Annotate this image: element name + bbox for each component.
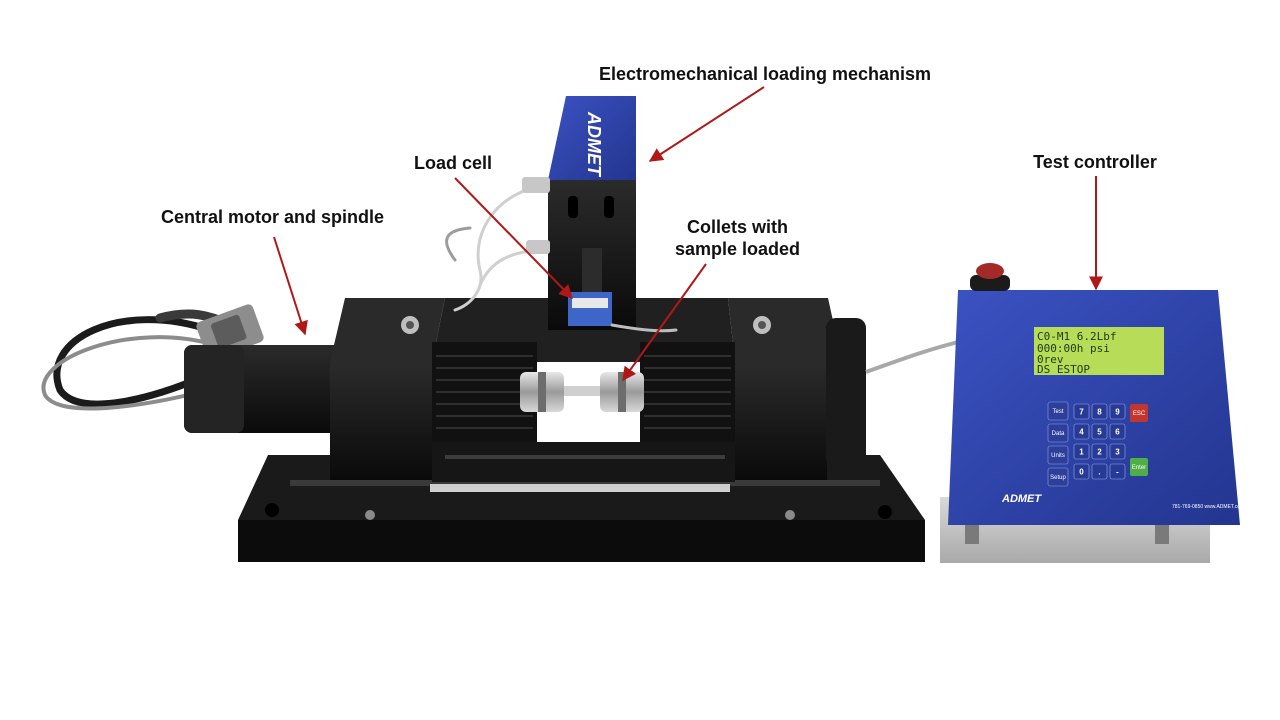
keypad-key-label: 0 (1079, 468, 1084, 477)
label-collets-line1: Collets with (686, 217, 788, 237)
lcd-line-2: 000:00h psi (1037, 342, 1110, 355)
side-key-label: Units (1051, 453, 1065, 459)
enter-key (1130, 458, 1148, 476)
tower-brand-logo: ADMET (584, 111, 604, 178)
side-key-label: Data (1052, 431, 1065, 437)
keypad-key (1109, 443, 1126, 460)
keypad-key (1091, 423, 1108, 440)
side-key (1047, 445, 1069, 465)
estop-button (976, 263, 1004, 279)
load-cell (568, 292, 612, 326)
keypad-key (1073, 403, 1090, 420)
collets-with-sample (520, 372, 644, 412)
side-key-label: Test (1052, 409, 1063, 415)
side-key-label: Setup (1050, 475, 1066, 481)
base-bolt (878, 505, 892, 519)
side-key (1047, 401, 1069, 421)
label-loading-mechanism: Electromechanical loading mechanism (598, 64, 932, 84)
lcd-line-3: 0rev (1037, 353, 1064, 366)
keypad-key-label: 8 (1097, 408, 1102, 417)
keypad-key (1091, 443, 1108, 460)
label-motor-spindle: Central motor and spindle (160, 207, 385, 227)
keypad-key-label: . (1098, 468, 1100, 477)
left-frame (330, 298, 445, 480)
keypad-key-label: 7 (1079, 408, 1084, 417)
keypad-key (1073, 463, 1090, 480)
function-key-label: ESC (1133, 411, 1146, 417)
keypad-key (1109, 463, 1126, 480)
keypad-key (1073, 443, 1090, 460)
label-collets: Collets with sample loaded (655, 216, 820, 260)
lcd-line-4: DS ESTOP (1037, 363, 1090, 376)
keypad-key-label: 5 (1097, 428, 1102, 437)
keypad-key-label: 2 (1097, 448, 1102, 457)
tower-connector (526, 240, 550, 254)
keypad-key (1073, 423, 1090, 440)
label-collets-line2: sample loaded (674, 239, 801, 259)
base-bolt (785, 510, 795, 520)
keypad-key (1109, 403, 1126, 420)
side-key (1047, 423, 1069, 443)
function-key-label: Enter (1132, 465, 1146, 471)
keypad-key-label: 9 (1115, 408, 1120, 417)
label-load-cell: Load cell (413, 153, 493, 173)
keypad-key-label: 4 (1079, 428, 1084, 437)
contact-info: 781-769-0850 www.ADMET.com (1172, 504, 1244, 510)
label-test-controller: Test controller (1033, 152, 1157, 172)
keypad-key (1109, 423, 1126, 440)
keypad-key-label: - (1116, 468, 1119, 477)
side-key (1047, 467, 1069, 487)
right-frame (728, 298, 866, 480)
keypad-key (1091, 463, 1108, 480)
base-bolt (365, 510, 375, 520)
lcd-line-1: C0-M1 6.2Lbf (1037, 330, 1116, 343)
keypad-key-label: 3 (1115, 448, 1120, 457)
tower-connector (522, 177, 550, 193)
base-bolt (265, 503, 279, 517)
controller-brand-logo: ADMET (1001, 493, 1042, 505)
keypad-key-label: 6 (1115, 428, 1120, 437)
lcd-screen (1034, 327, 1164, 375)
esc-key (1130, 404, 1148, 422)
keypad-key (1091, 403, 1108, 420)
controller-cable (865, 340, 959, 374)
keypad-key-label: 1 (1079, 448, 1084, 457)
